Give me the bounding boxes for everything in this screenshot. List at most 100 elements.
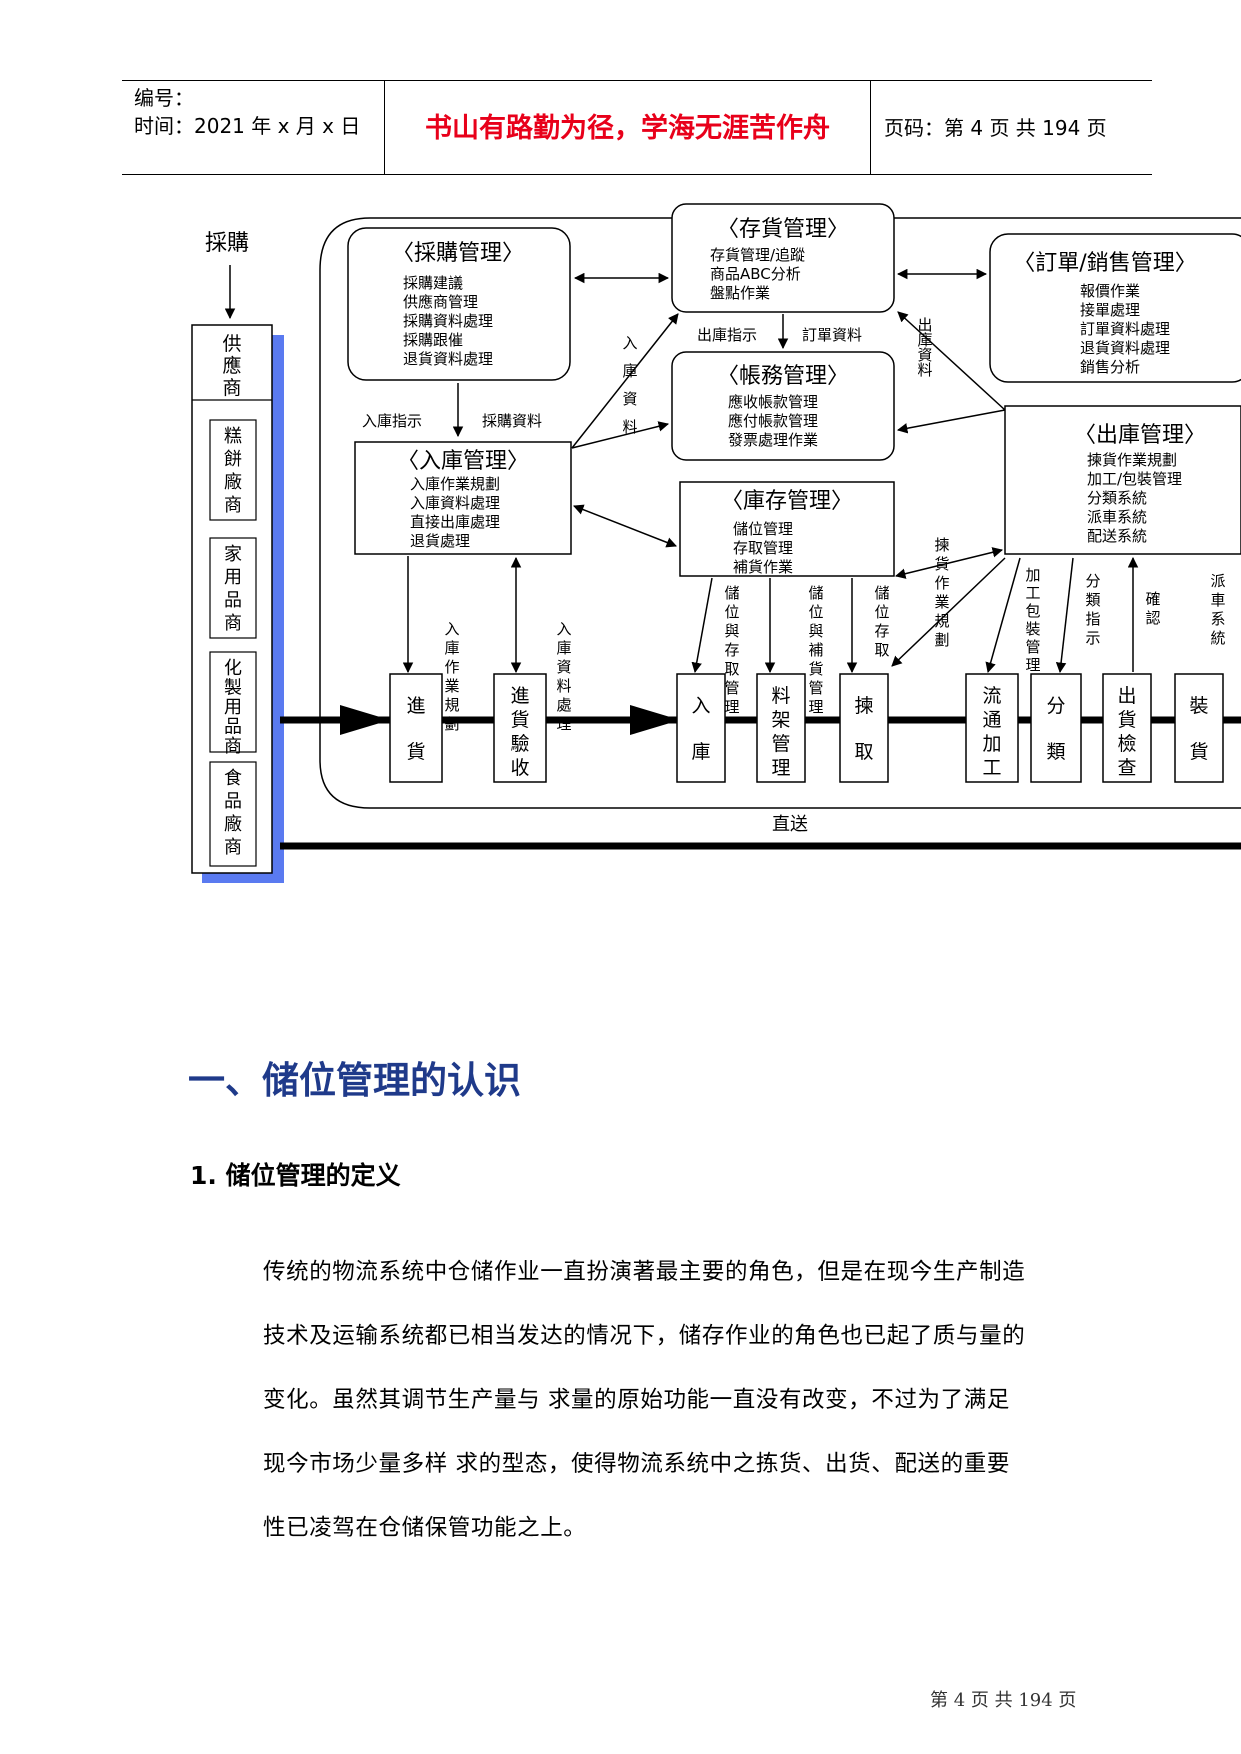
supplier-type-char: 廠 — [224, 813, 242, 835]
storage-access-char: 儲 — [724, 584, 739, 602]
supplier-type-char: 餅 — [224, 449, 242, 470]
warehouse-boundary — [319, 217, 1241, 809]
page-footer: 第 4 页 共 194 页 — [930, 1690, 1077, 1711]
header-motto: 书山有路勤为径，学海无涯苦作舟 — [425, 113, 830, 144]
order-mgmt-item: 銷售分析 — [1080, 358, 1140, 376]
stock-mgmt-item: 儲位管理 — [733, 520, 793, 538]
inbound-planning-char: 作 — [444, 658, 459, 676]
outbound-mgmt-item: 加工/包裝管理 — [1087, 470, 1182, 488]
inventory-mgmt-title: 〈存貨管理〉 — [717, 217, 849, 242]
processing-packing-char: 裝 — [1025, 620, 1040, 638]
confirm-char: 認 — [1145, 609, 1160, 627]
storage-retrieve-char: 儲 — [874, 584, 889, 602]
flow-step-box — [1174, 673, 1224, 783]
logistics-flow-diagram: 供應商糕餅廠商家用品商化製用品商食品廠商採購〈採購管理〉採購建議供應商管理採購資… — [191, 203, 1241, 883]
subsection-title: 1. 储位管理的定义 — [190, 1161, 401, 1190]
inbound-stock-arrow — [573, 504, 677, 548]
flow-step-char: 流 — [982, 685, 1001, 707]
supplier-type-char: 品 — [224, 717, 242, 738]
picking-plan-char: 作 — [934, 574, 949, 592]
section-title: 一、储位管理的认识 — [188, 1059, 521, 1102]
inventory-mgmt-item: 盤點作業 — [710, 284, 770, 302]
header-bottom-rule — [122, 174, 1152, 175]
supplier-title-char: 應 — [222, 354, 241, 377]
paragraph-line: 现今市场少量多样 求的型态，使得物流系统中之拣货、出货、配送的重要 — [263, 1451, 1010, 1477]
supplier-type-char: 用 — [224, 697, 242, 718]
processing-packing-char: 工 — [1025, 584, 1040, 602]
flow-step-char: 理 — [771, 757, 790, 779]
flow-step-box — [756, 673, 806, 783]
purchase-mgmt-item: 採購跟催 — [403, 331, 463, 349]
purchase-mgmt-item: 採購建議 — [403, 274, 463, 292]
purchase-mgmt-title: 〈採購管理〉 — [392, 241, 524, 266]
inbound-processing-char: 處 — [556, 696, 571, 714]
flow-step-char: 工 — [982, 757, 1001, 779]
storage-access-char: 位 — [724, 603, 739, 621]
flow-step-char: 檢 — [1117, 733, 1136, 755]
flow-step-char: 貨 — [510, 709, 529, 731]
supplier-type-char: 商 — [224, 736, 242, 757]
sorting-instruction-char: 類 — [1085, 591, 1100, 609]
header-divider-left — [384, 80, 385, 174]
sorting-instruction-arrow — [1055, 557, 1074, 674]
stock-mgmt-item: 補貨作業 — [733, 558, 793, 576]
supplier-title-char: 商 — [222, 377, 241, 399]
inbound-planning-char: 規 — [444, 696, 459, 714]
paragraph-line: 性已凌驾在仓储保管功能之上。 — [263, 1515, 587, 1541]
dispatch-system-char: 系 — [1210, 610, 1225, 628]
picking-plan-arrow — [891, 557, 1006, 667]
storage-replenish-char: 儲 — [808, 584, 823, 602]
outbound-instruction-label: 出庫指示 — [697, 326, 757, 344]
paragraph-line: 传统的物流系统中仓储作业一直扮演著最主要的角色，但是在现今生产制造 — [263, 1259, 1026, 1285]
purchase-mgmt-item: 供應商管理 — [403, 293, 478, 311]
flow-step-char: 架 — [771, 709, 790, 731]
supplier-type-char: 化 — [224, 658, 242, 679]
processing-packing-char: 管 — [1025, 638, 1040, 656]
inbound-processing-char: 資 — [556, 658, 571, 676]
flow-step-char: 貨 — [1117, 709, 1136, 731]
header-top-rule — [122, 80, 1152, 81]
processing-packing-arrow — [985, 557, 1021, 674]
inbound-mgmt-box — [354, 441, 572, 555]
accounts-mgmt-title: 〈帳務管理〉 — [717, 364, 849, 389]
outbound-data-label-char: 庫 — [917, 331, 932, 349]
supplier-type-char: 商 — [224, 495, 242, 516]
flow-step-box — [1102, 673, 1152, 783]
supplier-type-char: 商 — [224, 837, 242, 858]
inbound-data-label-char: 料 — [622, 418, 637, 436]
outbound-data-label-char: 資 — [917, 346, 932, 364]
sorting-instruction-char: 示 — [1085, 629, 1100, 647]
storage-replenish-char: 管 — [808, 679, 823, 697]
flow-step-char: 入 — [691, 695, 710, 717]
doc-number-label: 编号： — [134, 86, 194, 110]
supplier-type-box — [209, 651, 257, 753]
supplier-type-char: 食 — [224, 768, 242, 789]
processing-packing-char: 加 — [1025, 566, 1040, 584]
outbound-mgmt-title: 〈出庫管理〉 — [1074, 423, 1206, 448]
outbound-mgmt-item: 派車系統 — [1087, 508, 1147, 526]
flow-step-char: 料 — [771, 685, 790, 707]
supplier-type-char: 糕 — [224, 426, 242, 447]
flow-step-char: 通 — [982, 709, 1001, 731]
flow-step-char: 取 — [854, 741, 873, 763]
inbound-instruction-label: 入庫指示 — [362, 412, 422, 430]
storage-access-char: 理 — [724, 698, 739, 716]
order-mgmt-item: 訂單資料處理 — [1080, 320, 1170, 338]
inbound-processing-char: 料 — [556, 677, 571, 695]
flow-step-char: 庫 — [691, 741, 710, 763]
inbound-planning-char: 入 — [444, 620, 459, 638]
supplier-type-char: 品 — [224, 590, 242, 611]
inbound-mgmt-item: 入庫資料處理 — [410, 494, 500, 512]
storage-access-char: 管 — [724, 679, 739, 697]
inbound-processing-char: 庫 — [556, 639, 571, 657]
picking-plan-char: 業 — [934, 593, 949, 611]
dispatch-system-char: 派 — [1210, 572, 1225, 590]
outbound-accounts-arrow — [896, 409, 1006, 434]
outbound-inventory-arrow — [897, 311, 1006, 411]
sorting-instruction-char: 分 — [1085, 572, 1100, 590]
definition-paragraph: 传统的物流系统中仓储作业一直扮演著最主要的角色，但是在现今生产制造 技术及运输系… — [263, 1240, 1123, 1560]
inventory-mgmt-box — [671, 203, 895, 313]
supplier-type-char: 品 — [224, 791, 242, 812]
inbound-mgmt-title: 〈入庫管理〉 — [397, 449, 529, 474]
inbound-data-label-char: 庫 — [622, 362, 637, 380]
